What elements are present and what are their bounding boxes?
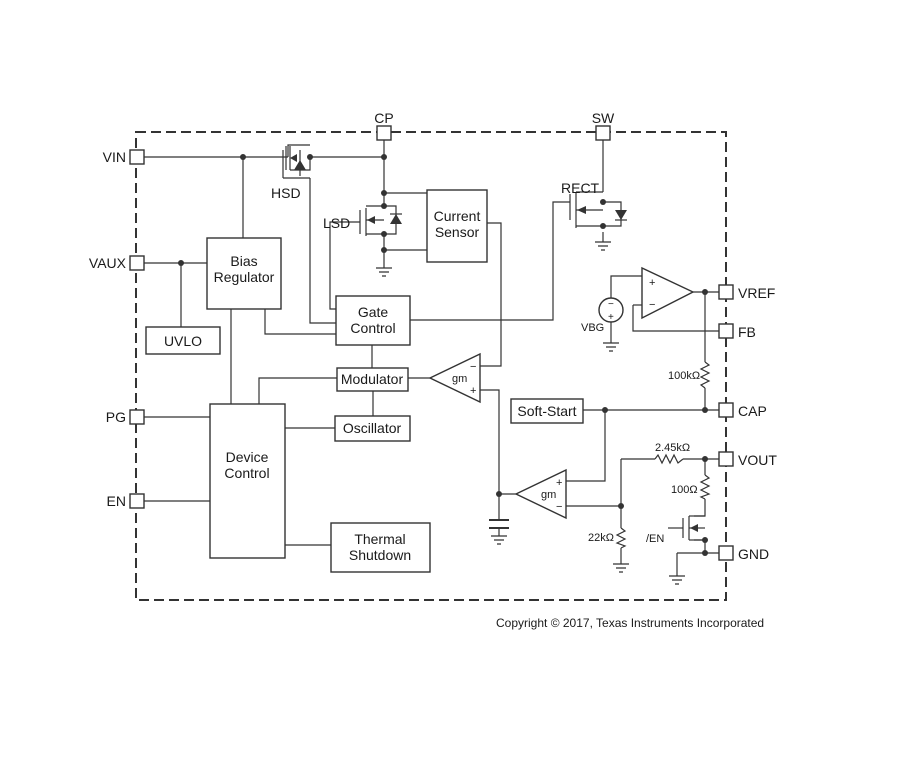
resistor-2-45k [654,453,684,465]
hsd-label: HSD [271,185,301,201]
pin-gnd: GND [718,545,769,562]
svg-text:Bias: Bias [230,253,257,269]
gm-amplifier-lower: gm + − [514,468,567,520]
pin-vout: VOUT [718,451,777,468]
svg-text:GND: GND [738,546,769,562]
gm-amplifier-upper: gm − + [428,352,481,404]
lsd-label: LSD [323,215,350,231]
wiring [144,140,719,576]
svg-text:Current: Current [434,208,481,224]
pin-vin: VIN [103,149,145,165]
svg-text:VOUT: VOUT [738,452,777,468]
lsd-mosfet [359,205,402,236]
device-boundary [135,131,727,601]
cap-capacitor [489,519,509,529]
svg-text:+: + [470,385,476,397]
svg-text:/EN: /EN [646,533,664,545]
modulator-block: Modulator [336,367,409,392]
svg-text:Thermal: Thermal [354,531,405,547]
pin-pg: PG [106,409,145,425]
pin-vaux: VAUX [89,255,145,271]
svg-text:+: + [649,277,655,289]
svg-text:VREF: VREF [738,285,775,301]
svg-text:Control: Control [350,320,395,336]
svg-text:CAP: CAP [738,403,767,419]
svg-text:−: − [556,501,562,513]
svg-text:Modulator: Modulator [341,371,404,387]
bias-regulator-block: Bias Regulator [206,237,282,310]
gm-lower-label: gm [541,489,556,501]
oscillator-block: Oscillator [334,415,411,442]
svg-text:VIN: VIN [103,149,126,165]
gate-control-block: Gate Control [335,295,411,346]
junction-dots [178,154,708,556]
resistor-100 [699,474,711,500]
svg-text:EN: EN [107,493,126,509]
svg-text:UVLO: UVLO [164,333,202,349]
resistor-22k-label: 22kΩ [588,532,614,544]
svg-text:Oscillator: Oscillator [343,420,402,436]
en-mosfet [682,515,705,541]
vbg-label: VBG [581,322,604,334]
svg-text:FB: FB [738,324,756,340]
ground-symbols [376,241,685,585]
svg-text:SW: SW [592,110,615,126]
svg-text:+: + [556,477,562,489]
pin-cap: CAP [718,402,767,419]
hsd-mosfet [282,144,311,179]
svg-text:Soft-Start: Soft-Start [517,403,576,419]
rect-mosfet [569,191,627,228]
pin-sw: SW [592,110,615,141]
pin-en: EN [107,493,145,509]
svg-text:Control: Control [224,465,269,481]
svg-text:Gate: Gate [358,304,389,320]
uvlo-block: UVLO [145,326,221,355]
pin-fb: FB [718,323,756,340]
svg-text:−: − [470,361,476,373]
resistors [615,361,711,549]
svg-text:Device: Device [226,449,269,465]
svg-text:Shutdown: Shutdown [349,547,411,563]
thermal-shutdown-block: Thermal Shutdown [330,522,431,573]
en-bar-label: /EN [646,533,664,545]
svg-text:−: − [608,299,614,310]
vbg-source: − + [598,297,624,323]
svg-text:VAUX: VAUX [89,255,127,271]
svg-text:CP: CP [374,110,393,126]
soft-start-block: Soft-Start [510,398,584,424]
rect-label: RECT [561,180,600,196]
copyright-notice: Copyright © 2017, Texas Instruments Inco… [496,616,764,630]
current-sensor-block: Current Sensor [426,189,488,263]
pin-cp: CP [374,110,394,141]
resistor-2-45k-label: 2.45kΩ [655,442,690,454]
svg-text:Regulator: Regulator [214,269,275,285]
svg-text:PG: PG [106,409,126,425]
device-control-block: Device Control [209,403,286,559]
svg-text:+: + [608,312,614,323]
resistor-100k [699,361,711,389]
resistor-100-label: 100Ω [671,484,698,496]
resistor-22k [615,527,627,549]
gm-upper-label: gm [452,373,467,385]
svg-text:Sensor: Sensor [435,224,480,240]
svg-text:−: − [649,299,655,311]
resistor-100k-label: 100kΩ [668,370,700,382]
pin-vref: VREF [718,284,775,301]
vref-amplifier: + − [641,266,695,320]
